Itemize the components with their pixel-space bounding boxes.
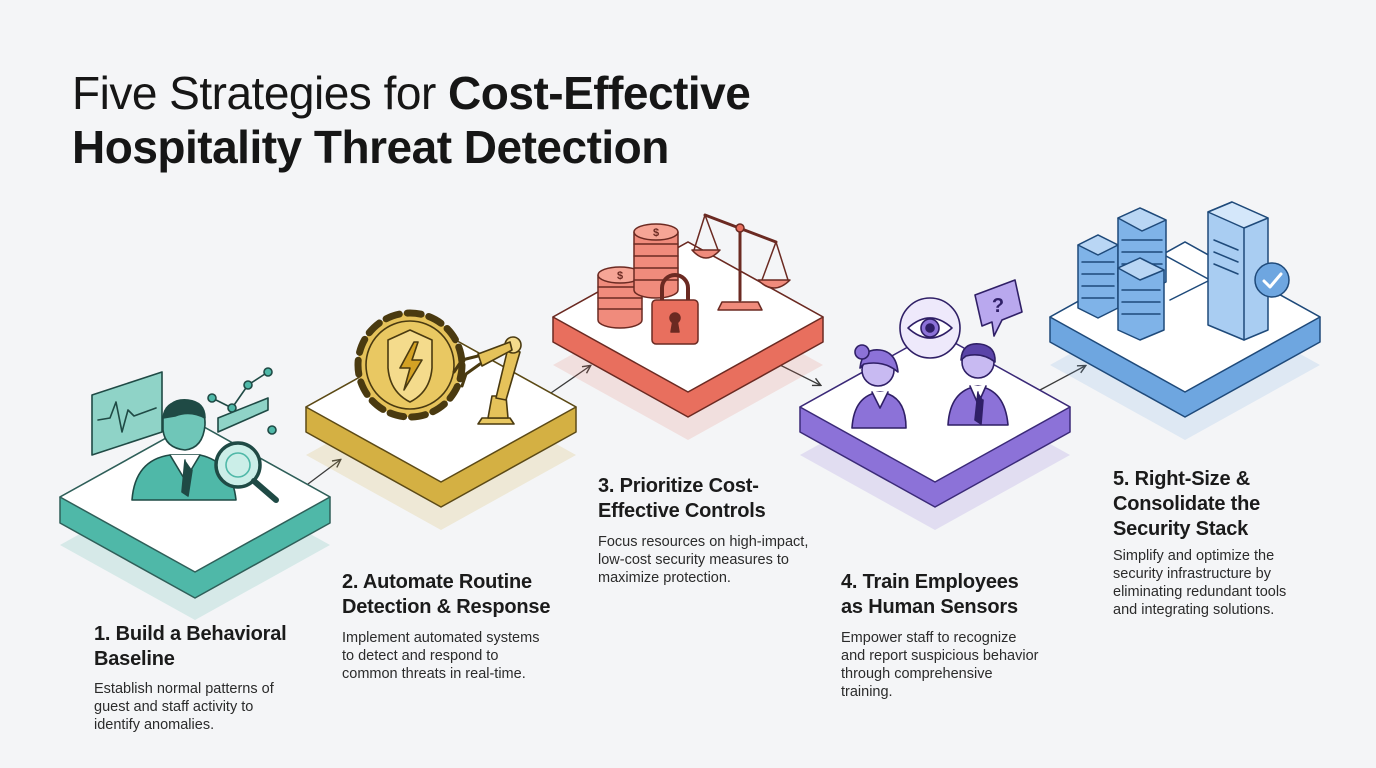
step-1-description: Establish normal patterns of guest and st… — [94, 680, 274, 734]
step-5-title-line3: Security Stack — [1113, 518, 1249, 540]
step-3-title-line1: 3. Prioritize Cost- — [598, 475, 759, 497]
title-bold-line2: Hospitality Threat Detection — [72, 121, 669, 173]
step-5-desc-line: and integrating solutions. — [1113, 602, 1275, 618]
step-5-title-line1: 5. Right-Size & — [1113, 468, 1251, 490]
step-2-desc-line: to detect and respond to — [342, 648, 499, 664]
platform-4 — [799, 331, 1071, 530]
servers-check-icon — [1077, 201, 1290, 341]
step-5-description: Simplify and optimize the security infras… — [1113, 547, 1286, 619]
step-5-desc-line: eliminating redundant tools — [1113, 584, 1287, 600]
step-1-title-line2: Baseline — [94, 648, 175, 670]
step-4-title: 4. Train Employees as Human Sensors — [841, 570, 1019, 620]
title-regular: Five Strategies for — [72, 67, 449, 119]
step-5-title-line2: Consolidate the — [1113, 493, 1261, 515]
step-3-desc-line: Focus resources on high-impact, — [598, 534, 809, 550]
step-2-description: Implement automated systems to detect and… — [342, 629, 539, 683]
arrow-3-to-4 — [779, 364, 820, 385]
title-bold-line1: Cost-Effective — [448, 67, 751, 119]
step-3-desc-line: maximize protection. — [598, 570, 731, 586]
step-1-desc-line: Establish normal patterns of — [94, 681, 274, 697]
step-4-desc-line: through comprehensive — [841, 666, 993, 682]
step-4-title-line1: 4. Train Employees — [841, 571, 1019, 593]
svg-text:$: $ — [653, 227, 659, 239]
step-2-desc-line: Implement automated systems — [342, 630, 540, 646]
step-2-desc-line: common threats in real-time. — [342, 666, 526, 682]
step-2-title-line2: Detection & Response — [342, 596, 551, 618]
analyst-magnifier-chart-icon — [91, 367, 279, 503]
arrow-2-to-3 — [547, 366, 590, 396]
step-3-description: Focus resources on high-impact, low-cost … — [598, 533, 808, 587]
coins-lock-scale-icon: $ $ — [597, 213, 791, 345]
step-4-desc-line: training. — [841, 684, 893, 700]
step-5-desc-line: Simplify and optimize the — [1113, 548, 1275, 564]
svg-text:$: $ — [617, 270, 623, 282]
gear-shield-robot-arm-icon — [354, 309, 522, 425]
step-4-desc-line: and report suspicious behavior — [841, 648, 1039, 664]
step-1-desc-line: guest and staff activity to — [94, 699, 254, 715]
svg-text:?: ? — [992, 295, 1004, 317]
step-1-title-line1: 1. Build a Behavioral — [94, 623, 287, 645]
step-3-title-line2: Effective Controls — [598, 500, 766, 522]
step-1-desc-line: identify anomalies. — [94, 717, 215, 733]
staff-eye-question-icon: ? — [851, 279, 1023, 429]
step-4-title-line2: as Human Sensors — [841, 596, 1018, 618]
step-4-description: Empower staff to recognize and report sus… — [841, 629, 1038, 701]
step-3-desc-line: low-cost security measures to — [598, 552, 789, 568]
step-5-desc-line: security infrastructure by — [1113, 566, 1271, 582]
arrow-4-to-5 — [1039, 366, 1085, 391]
step-2-title-line1: 2. Automate Routine — [342, 571, 532, 593]
step-3-title: 3. Prioritize Cost- Effective Controls — [598, 474, 766, 524]
step-4-desc-line: Empower staff to recognize — [841, 630, 1017, 646]
